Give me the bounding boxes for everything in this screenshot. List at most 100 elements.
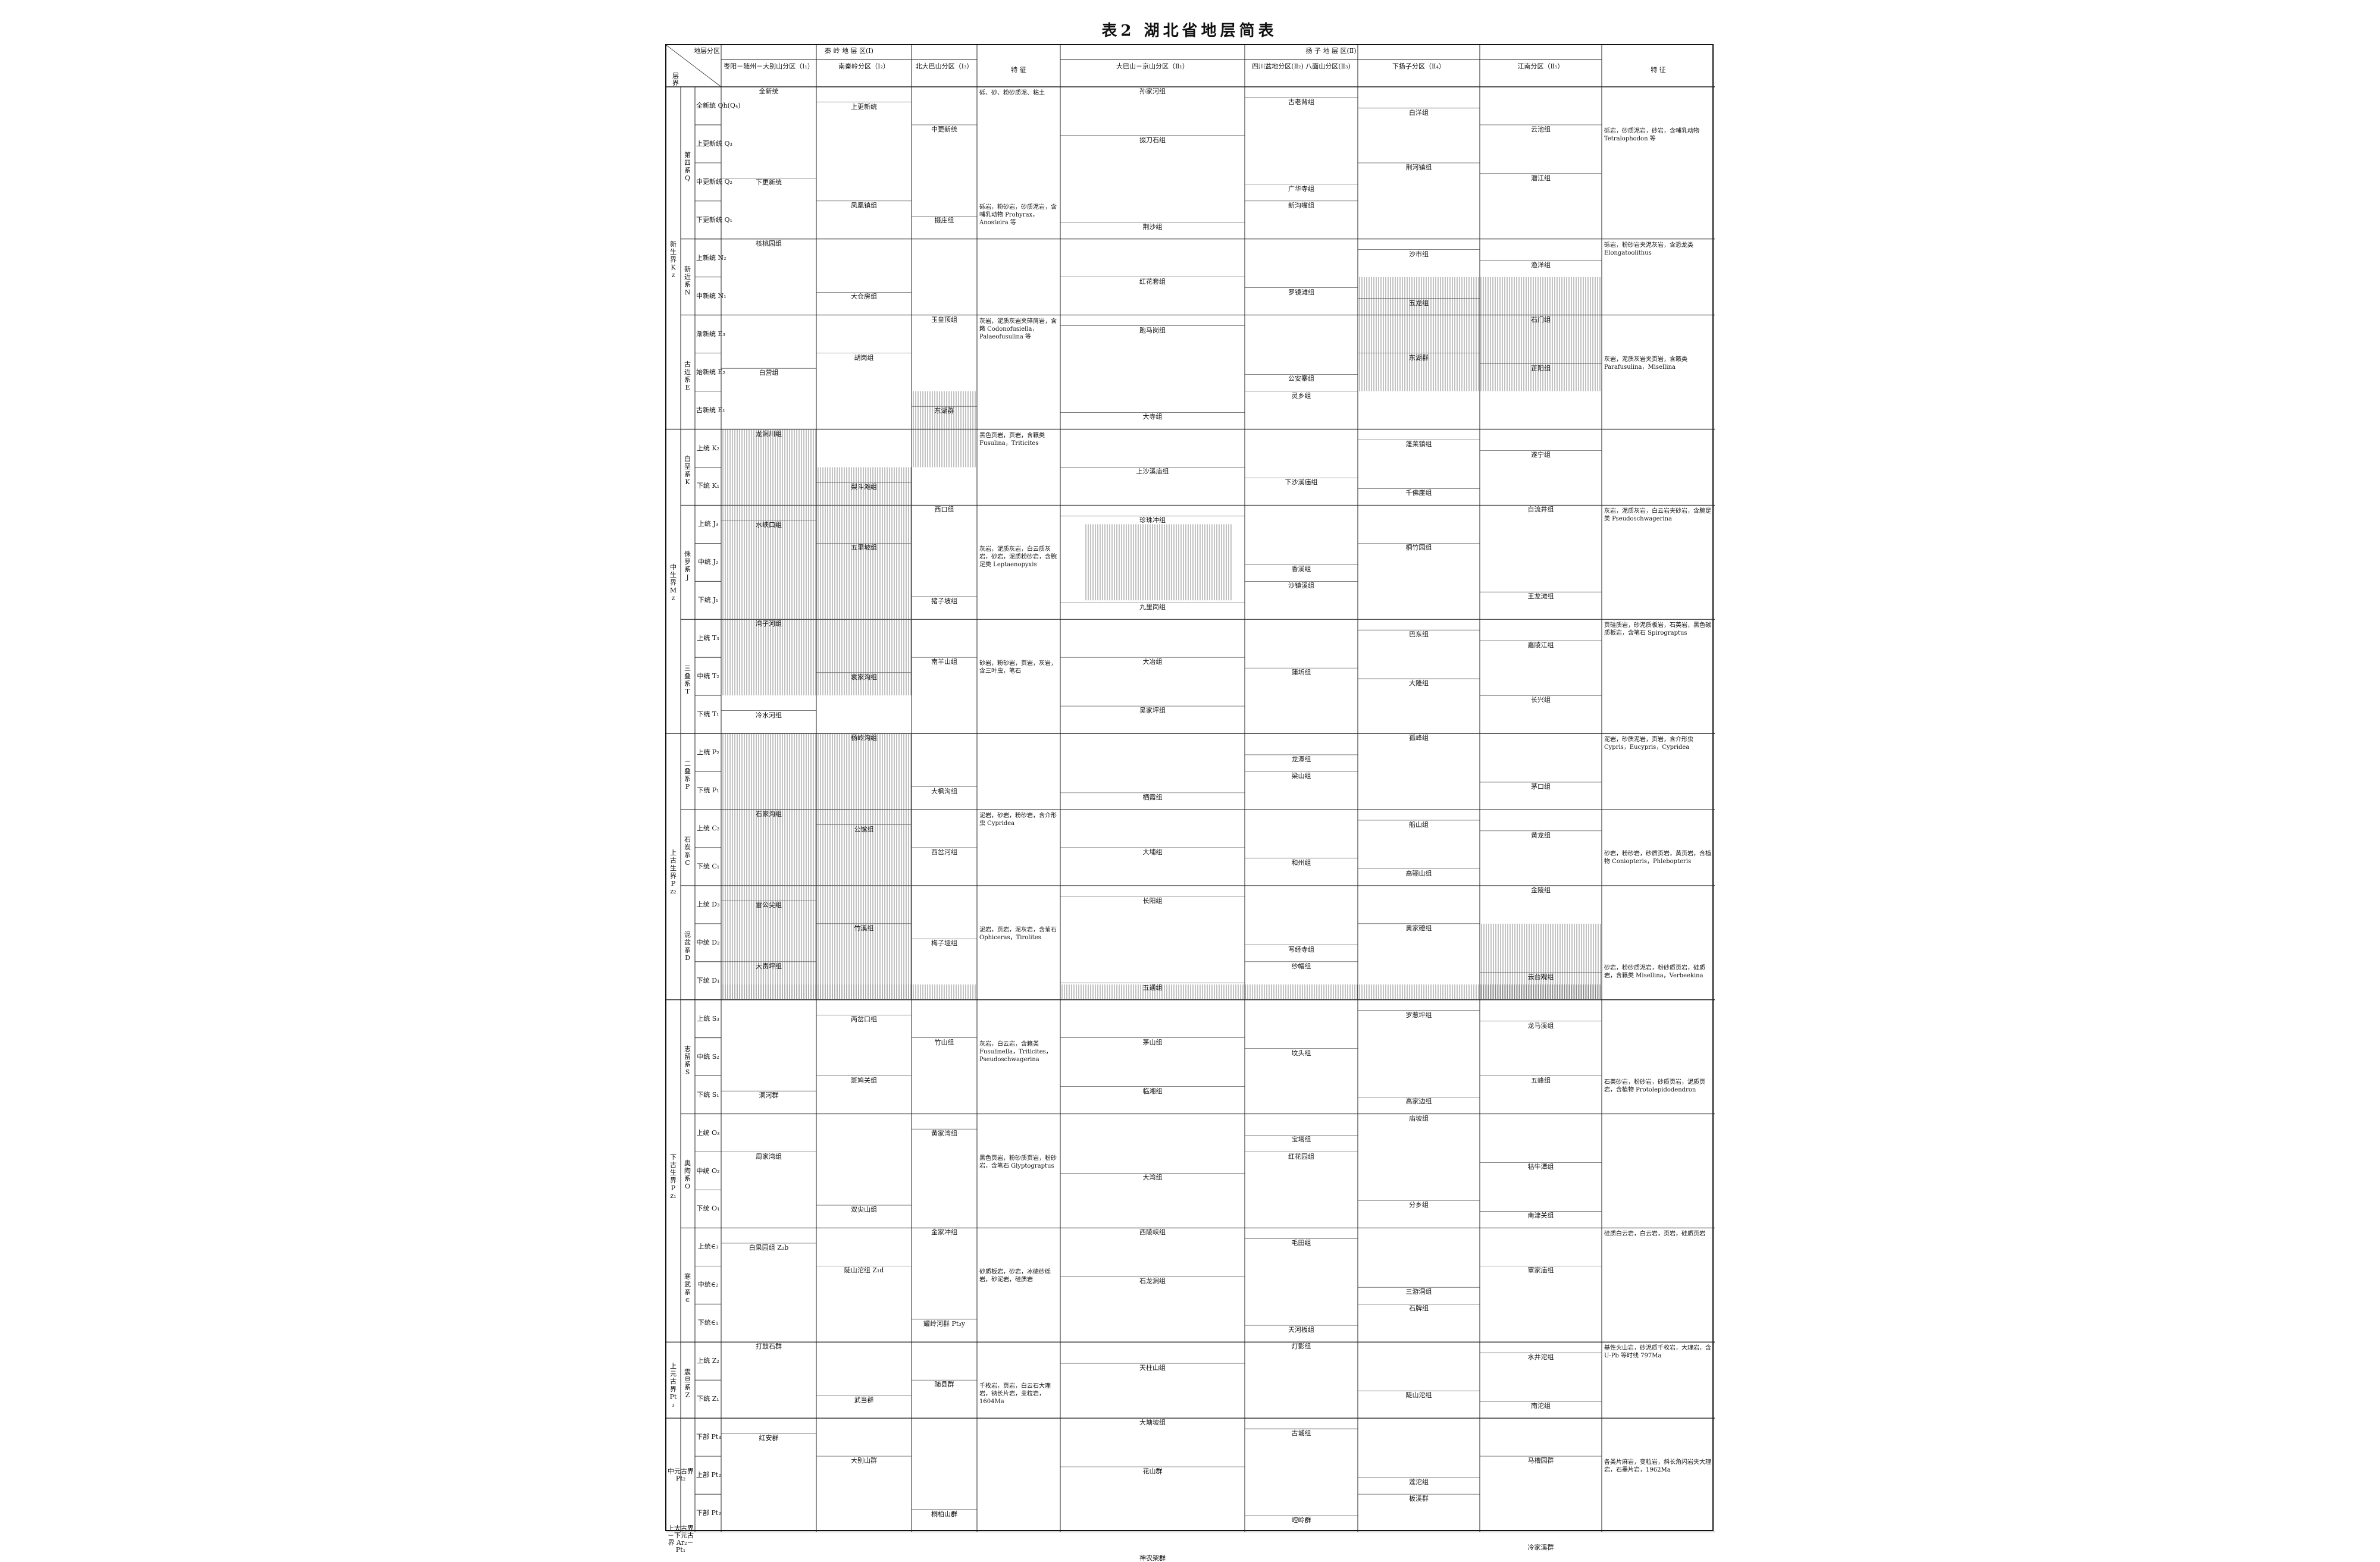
yangtze-subregion-1: 大巴山－京山分区（Ⅱ₁） bbox=[1116, 62, 1189, 70]
yangtze-unit: 茅口组 bbox=[1531, 782, 1551, 791]
feature-description: 黑色页岩，粉砂质页岩，粉砂岩，含笔石 Glyptograptus bbox=[979, 1155, 1057, 1169]
page-title: 表2 湖北省地层简表 bbox=[1101, 22, 1277, 40]
yangtze-region-header: 扬 子 地 层 区(Ⅱ) bbox=[1305, 47, 1357, 55]
feature-description: 泥岩，砂质泥岩，页岩，含介形虫 Cypris，Eucypris，Cypridea bbox=[1604, 736, 1693, 751]
yangtze-unit: 大寺组 bbox=[1142, 413, 1163, 421]
system-label: 志留系 S bbox=[684, 1045, 691, 1076]
series-label: 上统 J₃ bbox=[697, 520, 719, 528]
yangtze-unit: 石门组 bbox=[1531, 315, 1551, 324]
series-label: 中统 T₂ bbox=[697, 672, 719, 680]
yangtze-unit: 大隆组 bbox=[1409, 679, 1429, 688]
feature-description: 灰岩，泥质灰岩夹页岩，含籁类 Parafusulina，Misellina bbox=[1604, 356, 1687, 371]
series-label: 中统 O₂ bbox=[696, 1166, 720, 1175]
series-label: 上统 P₂ bbox=[697, 748, 719, 757]
qinling-unit: 水峡口组 bbox=[756, 521, 782, 529]
yangtze-unit: 临湘组 bbox=[1142, 1087, 1163, 1095]
yangtze-unit: 上沙溪庙组 bbox=[1136, 468, 1169, 476]
feature-description: 硅质白云岩，白云岩，页岩，硅质页岩 bbox=[1604, 1231, 1705, 1238]
qinling-unit: 斑鸠关组 bbox=[851, 1076, 877, 1084]
yangtze-unit: 五峰组 bbox=[1531, 1076, 1551, 1084]
yangtze-unit: 吴家坪组 bbox=[1139, 707, 1166, 715]
series-label: 下统∈₁ bbox=[697, 1319, 719, 1327]
hiatus-hatch bbox=[913, 391, 976, 468]
era-label: 下古生界 Pz₁ bbox=[670, 1153, 677, 1200]
era-label: 上元古界 Pt₃ bbox=[669, 1362, 677, 1409]
yangtze-unit: 跑马岗组 bbox=[1139, 326, 1166, 334]
hiatus-hatch bbox=[818, 467, 912, 696]
qinling-unit: 湾子河组 bbox=[756, 620, 782, 628]
yangtze-unit: 嘉陵江组 bbox=[1527, 641, 1554, 650]
series-label: 中新统 N₁ bbox=[696, 291, 726, 300]
series-label: 下统 Z₁ bbox=[697, 1395, 719, 1403]
yangtze-unit: 梁山组 bbox=[1291, 772, 1311, 780]
era-label: 新生界 Kz bbox=[670, 240, 677, 279]
series-label: 下部 Pt₃ bbox=[696, 1433, 721, 1441]
system-label: 二叠系 P bbox=[684, 760, 691, 791]
yangtze-unit: 蓬莱镇组 bbox=[1405, 440, 1432, 448]
series-label: 渐新统 E₃ bbox=[696, 330, 725, 338]
feature-description: 砂质板岩，砂岩，冰碛砂砾岩，砂泥岩，硅质岩 bbox=[979, 1269, 1051, 1284]
system-label: 第四系 Q bbox=[684, 150, 691, 182]
qinling-unit: 中更新统 bbox=[931, 125, 957, 133]
hiatus-hatch bbox=[722, 429, 816, 696]
qinling-unit: 白果园组 Z₂b bbox=[749, 1244, 789, 1252]
series-label: 中统 J₂ bbox=[697, 558, 719, 566]
system-label: 三叠系 T bbox=[684, 664, 691, 696]
yangtze-unit: 高骊山组 bbox=[1405, 869, 1432, 877]
system-label: 泥盆系 D bbox=[684, 930, 691, 962]
hiatus-hatch bbox=[1085, 524, 1232, 601]
qinling-unit: 白营组 bbox=[759, 369, 779, 377]
feature-description: 泥岩，砂岩，粉砂岩，含介形虫 Cypridea bbox=[979, 813, 1057, 827]
series-label: 下统 J₁ bbox=[697, 596, 719, 604]
qinling-unit: 大别山群 bbox=[851, 1457, 877, 1465]
yangtze-unit: 大湾组 bbox=[1142, 1174, 1163, 1182]
feature-description: 千枚岩，页岩，白云石大理岩，钠长片岩，变粒岩，1604Ma bbox=[979, 1383, 1051, 1406]
yangtze-unit: 南津关组 bbox=[1527, 1212, 1554, 1220]
qinling-unit: 梨斗滩组 bbox=[851, 483, 877, 491]
yangtze-unit: 下沙溪庙组 bbox=[1285, 478, 1318, 487]
qinling-unit: 袁家沟组 bbox=[851, 673, 877, 681]
yangtze-unit: 荆沙组 bbox=[1142, 222, 1163, 231]
series-label: 上统 O₃ bbox=[696, 1128, 720, 1137]
qinling-unit: 龙洞川组 bbox=[756, 429, 782, 438]
series-label: 中统 S₂ bbox=[697, 1052, 719, 1061]
series-label: 上统 K₂ bbox=[696, 444, 720, 452]
corner-era-label: 层 bbox=[672, 72, 679, 80]
yangtze-unit: 云池组 bbox=[1531, 125, 1551, 133]
series-label: 中统 D₂ bbox=[696, 938, 720, 946]
feature-description: 页硅质岩，砂泥质板岩，石英岩，黑色碳质板岩，含笔石 Spirograptus bbox=[1604, 622, 1711, 637]
system-label: 新近系 N bbox=[684, 265, 691, 296]
qinling-unit: 武当群 bbox=[854, 1395, 874, 1404]
era-label: 上古生界 Pz₂ bbox=[670, 848, 677, 895]
qinling-unit: 大枫沟组 bbox=[931, 787, 957, 795]
qinling-unit: 全新统 bbox=[759, 87, 779, 95]
series-label: 下统 S₁ bbox=[697, 1090, 719, 1099]
feature-description: 灰岩，泥质灰岩夹碎屑岩，含籁 Codonofusiella，Palaeofusu… bbox=[979, 318, 1057, 340]
series-label: 下更新统 Q₁ bbox=[696, 215, 732, 224]
feature-description: 各类片麻岩，变粒岩，斜长角闪岩夹大理岩，石墨片岩，1962Ma bbox=[1604, 1459, 1711, 1474]
series-label: 上统 D₃ bbox=[696, 900, 720, 908]
system-label: 寒武系 ∈ bbox=[684, 1273, 691, 1304]
yangtze-unit: 长阳组 bbox=[1142, 896, 1163, 905]
feature-description: 基性火山岩，砂泥质千枚岩，大理岩，含 U-Pb 等时线 797Ma bbox=[1604, 1345, 1711, 1360]
qinling-unit: 耀岭河群 Pt₃y bbox=[923, 1319, 965, 1328]
yangtze-unit: 红花套组 bbox=[1139, 277, 1166, 286]
yangtze-unit: 广华寺组 bbox=[1288, 184, 1314, 193]
yangtze-unit: 古城组 bbox=[1291, 1429, 1311, 1438]
features-right-header: 特 征 bbox=[1651, 66, 1666, 74]
era-label: 中生界 Mz bbox=[669, 563, 677, 603]
qinling-unit: 核桃园组 bbox=[756, 239, 782, 247]
yangtze-unit: 板溪群 bbox=[1409, 1495, 1429, 1503]
system-label: 白垩系 K bbox=[684, 455, 691, 487]
yangtze-unit: 长兴组 bbox=[1531, 696, 1551, 704]
era-label: 上太古界－下元古界 Ar₂－Pt₁ bbox=[668, 1525, 694, 1554]
yangtze-unit: 罗惹坪组 bbox=[1405, 1011, 1432, 1019]
qinling-unit: 金家冲组 bbox=[931, 1228, 957, 1237]
yangtze-unit: 云台观组 bbox=[1527, 973, 1554, 981]
series-label: 古新统 E₁ bbox=[696, 406, 725, 414]
yangtze-unit: 潜江组 bbox=[1531, 174, 1551, 182]
qinling-unit: 胡岗组 bbox=[854, 353, 874, 362]
yangtze-unit: 石龙洞组 bbox=[1139, 1277, 1166, 1285]
qinling-unit: 黄家湾组 bbox=[931, 1130, 957, 1138]
yangtze-unit: 巴东组 bbox=[1409, 631, 1429, 639]
